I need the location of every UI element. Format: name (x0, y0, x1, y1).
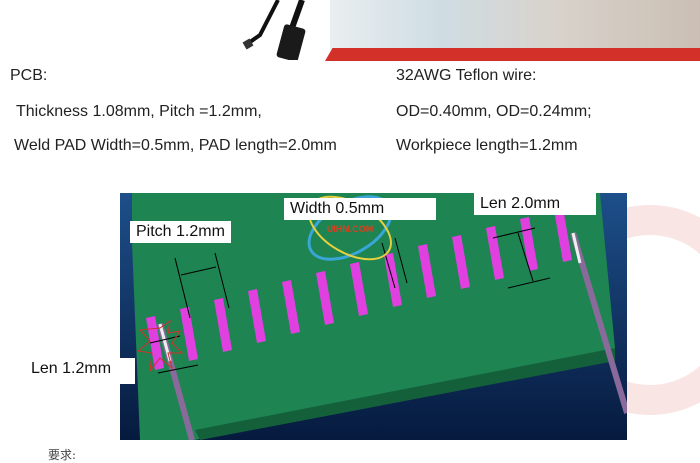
label-width: Width 0.5mm (284, 198, 436, 220)
solder-pad (214, 298, 232, 352)
wire-right (570, 232, 630, 414)
workpiece-length: Workpiece length=1.2mm (396, 137, 578, 154)
label-pitch: Pitch 1.2mm (130, 221, 231, 243)
pcb-thickness-pitch: Thickness 1.08mm, Pitch =1.2mm, (16, 103, 262, 120)
requirements-heading: 要求: (48, 448, 77, 462)
label-pad-length: Len 2.0mm (474, 193, 596, 215)
header-red-bar (325, 48, 700, 61)
dimension-lines (149, 227, 551, 374)
solder-pad (282, 280, 300, 334)
pcb-diagram: UIHM.COM Pitch 1.2mm Width 0.5mm Len 2.0… (120, 193, 630, 441)
wire-right-stripped-end (571, 232, 582, 264)
solder-pad (452, 235, 470, 289)
pcb-render: UIHM.COM (120, 193, 630, 441)
solder-pad (248, 289, 266, 343)
solder-pad (146, 316, 164, 370)
wire-od: OD=0.40mm, OD=0.24mm; (396, 103, 592, 120)
solder-pad (350, 262, 368, 316)
pcb-board-edge (195, 348, 615, 440)
solder-pad (180, 307, 198, 361)
wire-heading: 32AWG Teflon wire: (396, 67, 537, 84)
pcb-pad-dimensions: Weld PAD Width=0.5mm, PAD length=2.0mm (14, 137, 337, 154)
solder-pad (486, 226, 504, 280)
displayport-cable-image (242, 0, 306, 60)
solder-pad (316, 271, 334, 325)
weld-point-star-icon (136, 319, 184, 373)
label-wire-length: Len 1.2mm (25, 358, 135, 384)
header-banner-image (330, 0, 700, 50)
solder-pad (554, 208, 572, 262)
solder-pad (418, 244, 436, 298)
pcb-heading: PCB: (10, 67, 48, 84)
svg-text:UIHM.COM: UIHM.COM (327, 224, 374, 234)
